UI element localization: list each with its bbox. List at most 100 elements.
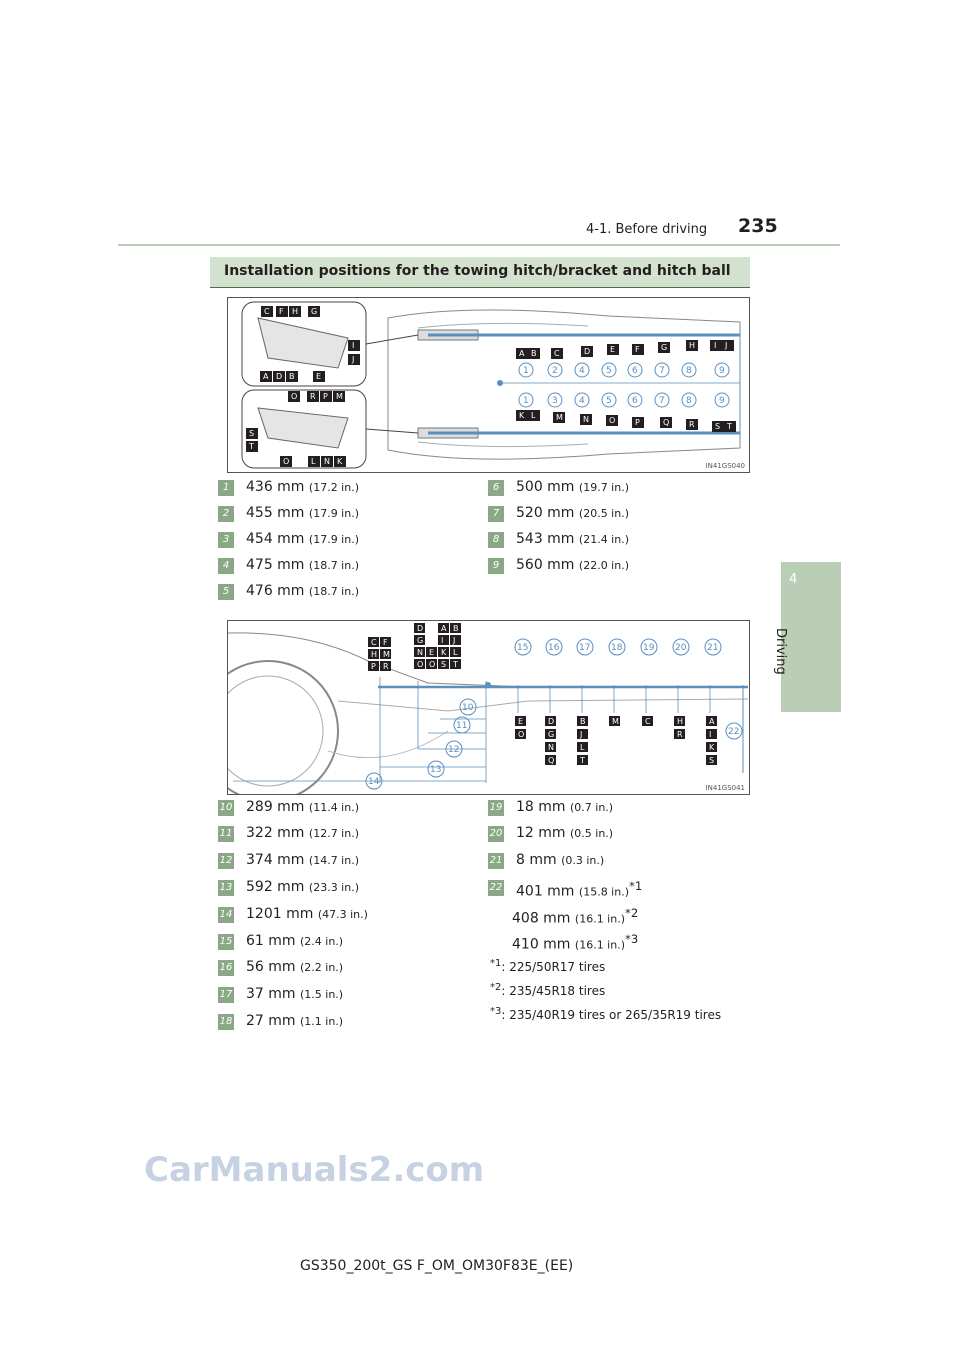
svg-text:S: S: [441, 660, 446, 669]
svg-text:M: M: [383, 650, 390, 659]
item-imperial-value: (16.1 in.): [574, 912, 626, 926]
svg-text:O: O: [609, 416, 615, 425]
svg-text:I: I: [709, 730, 711, 739]
item-imperial-value: (12.7 in.): [308, 827, 360, 840]
svg-text:A: A: [519, 349, 525, 358]
svg-text:14: 14: [368, 777, 380, 787]
svg-text:O: O: [283, 457, 289, 466]
svg-text:A: A: [709, 717, 715, 726]
svg-text:B: B: [453, 624, 459, 633]
item-number-badge: 8: [488, 532, 504, 548]
svg-text:17: 17: [579, 643, 590, 653]
svg-text:C: C: [371, 638, 377, 647]
svg-text:E: E: [429, 648, 434, 657]
item-imperial-value: (15.8 in.): [578, 885, 630, 899]
svg-text:Q: Q: [663, 418, 669, 427]
item-number-badge: 18: [218, 1014, 234, 1030]
svg-text:4: 4: [579, 366, 585, 376]
svg-text:J: J: [351, 355, 354, 364]
item-metric-value: 27 mm: [246, 1013, 296, 1029]
top-view-drawing: C F H G I J A D B E O R P M S T O L N K …: [241, 301, 741, 469]
item-metric-value: 374 mm: [246, 852, 305, 868]
svg-text:22: 22: [728, 727, 739, 737]
svg-text:9: 9: [719, 396, 725, 406]
svg-text:O: O: [518, 730, 524, 739]
svg-text:R: R: [689, 420, 695, 429]
svg-text:J: J: [452, 636, 455, 645]
svg-text:O: O: [417, 660, 423, 669]
item-imperial-value: (18.7 in.): [308, 585, 360, 598]
svg-text:8: 8: [686, 366, 692, 376]
item-imperial-value: (0.5 in.): [570, 827, 614, 840]
svg-text:19: 19: [643, 643, 655, 653]
svg-text:G: G: [417, 636, 423, 645]
item-metric-value: 455 mm: [246, 505, 305, 521]
svg-text:7: 7: [659, 366, 665, 376]
svg-text:A: A: [441, 624, 447, 633]
footnote-ref: *1: [629, 879, 643, 893]
side-tab-label: Driving: [773, 628, 788, 675]
svg-text:N: N: [324, 457, 330, 466]
footnote-mark: *2: [490, 982, 502, 993]
header-section: 4-1. Before driving: [586, 222, 708, 237]
svg-text:S: S: [249, 429, 254, 438]
svg-text:K: K: [519, 411, 525, 420]
item-number-badge: 2: [218, 506, 234, 522]
svg-text:20: 20: [675, 643, 687, 653]
svg-text:H: H: [371, 650, 377, 659]
svg-text:8: 8: [686, 396, 692, 406]
svg-text:T: T: [726, 422, 732, 431]
svg-text:B: B: [531, 349, 537, 358]
item-number-badge: 1: [218, 480, 234, 496]
item-imperial-value: (14.7 in.): [308, 854, 360, 867]
svg-text:2: 2: [552, 366, 558, 376]
item-imperial-value: (2.2 in.): [300, 961, 344, 974]
svg-text:7: 7: [659, 396, 665, 406]
svg-text:B: B: [580, 717, 586, 726]
item-number-badge: 11: [218, 826, 234, 842]
svg-text:S: S: [709, 756, 714, 765]
svg-text:S: S: [715, 422, 720, 431]
svg-text:G: G: [311, 307, 317, 316]
item-metric-value: 454 mm: [246, 531, 305, 547]
svg-text:1: 1: [523, 396, 529, 406]
item-metric-value: 289 mm: [246, 799, 305, 815]
item-metric-value: 436 mm: [246, 479, 305, 495]
svg-text:15: 15: [517, 643, 528, 653]
svg-text:5: 5: [606, 366, 612, 376]
item-22-variant: 410 mm (16.1 in.)*3: [512, 932, 638, 953]
item-number-badge: 13: [218, 880, 234, 896]
item-metric-value: 12 mm: [516, 825, 566, 841]
top-view-letter-markers: C F H G I J A D B E O R P M S T O L N K …: [246, 306, 736, 467]
svg-text:I: I: [352, 341, 354, 350]
item-number-badge: 12: [218, 853, 234, 869]
item-number-badge: 5: [218, 584, 234, 600]
item-number-badge: 10: [218, 800, 234, 816]
svg-text:G: G: [661, 343, 667, 352]
item-metric-value: 61 mm: [246, 933, 296, 949]
item-metric-value: 520 mm: [516, 505, 575, 521]
item-metric-value: 410 mm: [512, 936, 571, 953]
svg-text:M: M: [612, 717, 619, 726]
svg-text:H: H: [292, 307, 298, 316]
item-number-badge: 6: [488, 480, 504, 496]
item-imperial-value: (18.7 in.): [308, 559, 360, 572]
svg-text:A: A: [263, 372, 269, 381]
footer-doc-code: GS350_200t_GS F_OM_OM30F83E_(EE): [300, 1258, 574, 1274]
svg-text:N: N: [417, 648, 423, 657]
svg-text:16: 16: [548, 643, 560, 653]
svg-text:4: 4: [579, 396, 585, 406]
svg-text:M: M: [556, 413, 563, 422]
side-tab: [781, 562, 841, 712]
svg-text:J: J: [724, 341, 727, 350]
svg-text:21: 21: [707, 643, 718, 653]
svg-text:L: L: [453, 648, 458, 657]
svg-text:K: K: [441, 648, 447, 657]
item-imperial-value: (21.4 in.): [578, 533, 630, 546]
svg-text:B: B: [289, 372, 295, 381]
item-imperial-value: (11.4 in.): [308, 801, 360, 814]
item-imperial-value: (20.5 in.): [578, 507, 630, 520]
item-number-badge: 9: [488, 558, 504, 574]
svg-text:D: D: [584, 347, 590, 356]
side-view-drawing: 15 16 17 18 19 20 21 22 10 11 12 13 14 C…: [228, 623, 749, 794]
